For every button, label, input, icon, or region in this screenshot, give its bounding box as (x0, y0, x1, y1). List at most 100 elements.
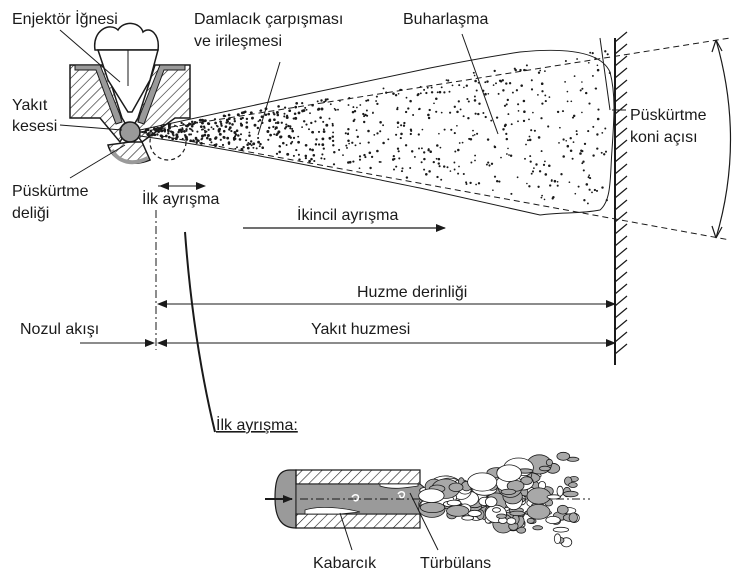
spray-droplet (446, 79, 448, 81)
spray-droplet (150, 130, 153, 133)
spray-droplet (387, 138, 389, 140)
spray-droplet (454, 169, 456, 171)
spray-droplet (209, 138, 212, 141)
detail-droplet (554, 534, 560, 544)
spray-droplet (163, 129, 166, 132)
spray-droplet (220, 139, 222, 141)
spray-droplet (297, 141, 300, 144)
spray-droplet (295, 149, 297, 151)
spray-droplet (393, 158, 395, 160)
spray-droplet (228, 143, 230, 145)
spray-droplet (428, 170, 431, 173)
spray-droplet (286, 144, 288, 146)
spray-droplet (234, 138, 236, 140)
spray-droplet (318, 143, 320, 145)
spray-droplet (259, 143, 261, 145)
spray-droplet (145, 132, 147, 134)
spray-droplet (486, 164, 488, 166)
spray-droplet (525, 144, 527, 146)
spray-droplet (436, 158, 438, 160)
spray-droplet (303, 109, 306, 112)
spray-droplet (313, 154, 316, 157)
spray-droplet (295, 102, 298, 105)
spray-droplet (257, 141, 260, 144)
spray-droplet (539, 170, 541, 172)
spray-droplet (196, 131, 198, 133)
spray-droplet (592, 154, 594, 156)
spray-droplet (541, 150, 543, 152)
spray-droplet (406, 176, 408, 178)
spray-droplet (373, 134, 375, 136)
spray-droplet (414, 156, 416, 158)
spray-droplet (376, 103, 378, 105)
spray-droplet (191, 121, 193, 123)
spray-droplet (435, 111, 437, 113)
spray-droplet (283, 115, 285, 117)
spray-droplet (379, 130, 381, 132)
spray-droplet (348, 104, 350, 106)
spray-droplet (444, 129, 446, 131)
spray-droplet (202, 122, 204, 124)
spray-droplet (601, 132, 603, 134)
spray-droplet (252, 142, 255, 145)
spray-droplet (266, 130, 269, 133)
spray-droplet (291, 128, 293, 130)
spray-droplet (562, 138, 564, 140)
spray-droplet (450, 129, 452, 131)
spray-droplet (186, 125, 189, 128)
spray-droplet (583, 199, 585, 201)
detail-droplet (501, 489, 516, 494)
spray-droplet (228, 122, 231, 125)
spray-droplet (559, 127, 561, 129)
spray-droplet (449, 91, 451, 93)
spray-droplet (592, 126, 594, 128)
spray-droplet (440, 179, 442, 181)
detail-droplet (539, 466, 550, 471)
spray-droplet (436, 144, 439, 147)
spray-droplet (156, 133, 158, 135)
spray-droplet (348, 143, 350, 145)
spray-droplet (240, 148, 243, 151)
spray-droplet (325, 124, 328, 127)
spray-droplet (460, 108, 462, 110)
spray-droplet (273, 118, 276, 121)
spray-droplet (234, 120, 236, 122)
spray-droplet (298, 154, 300, 156)
spray-droplet (498, 181, 500, 183)
label-nozzle-flow: Nozul akışı (20, 321, 99, 338)
spray-droplet (223, 136, 226, 139)
spray-droplet (332, 144, 334, 146)
spray-droplet (478, 182, 480, 184)
spray-droplet (320, 99, 322, 101)
spray-droplet (523, 120, 525, 122)
spray-droplet (463, 87, 465, 89)
wall-hatch-mark (615, 200, 627, 210)
spray-droplet (321, 153, 323, 155)
spray-droplet (400, 124, 402, 126)
spray-droplet (346, 147, 348, 149)
spray-droplet (443, 91, 445, 93)
spray-droplet (474, 96, 476, 98)
label-primary-breakup: İlk ayrışma (142, 189, 219, 208)
spray-droplet (230, 130, 232, 132)
spray-droplet (308, 128, 310, 130)
spray-droplet (517, 103, 519, 105)
spray-droplet (507, 148, 509, 150)
spray-droplet (447, 79, 449, 81)
spray-droplet (507, 113, 509, 115)
spray-droplet (337, 109, 339, 111)
spray-droplet (469, 182, 471, 184)
spray-droplet (298, 158, 300, 160)
spray-droplet (318, 131, 320, 133)
spray-droplet (277, 105, 280, 108)
spray-droplet (418, 148, 420, 150)
wall-hatch-mark (615, 320, 627, 330)
spray-droplet (495, 82, 497, 84)
spray-droplet (456, 125, 458, 127)
spray-droplet (511, 123, 513, 125)
spray-droplet (453, 162, 455, 164)
detail-droplet (497, 465, 522, 482)
spray-droplet (259, 119, 261, 121)
label-injector-needle: Enjektör İğnesi (12, 9, 118, 28)
spray-droplet (290, 142, 292, 144)
